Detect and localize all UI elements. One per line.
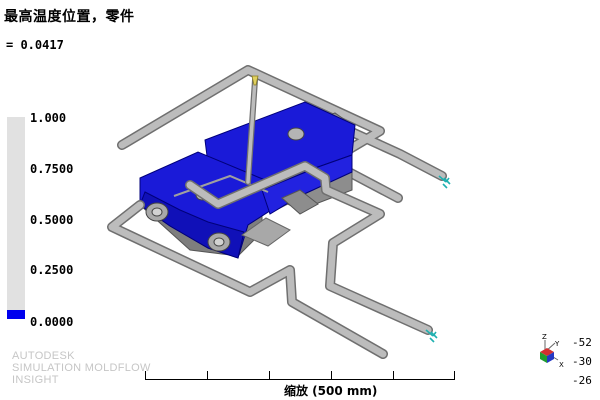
scale-tick: [393, 371, 394, 380]
part-cutout: [281, 189, 319, 215]
scale-tick: [454, 371, 455, 380]
legend-color-bar: [7, 117, 25, 319]
orientation-readout-1: -52: [572, 336, 592, 349]
part-gray-face: [240, 217, 291, 247]
orientation-readout-3: -26: [572, 374, 592, 387]
scale-line: [145, 379, 455, 380]
gate-marker: [251, 75, 259, 86]
scale-tick: [207, 371, 208, 380]
scale-tick: [269, 371, 270, 380]
legend-label-max: 1.000: [30, 111, 67, 125]
orientation-readout-2: -30: [572, 355, 592, 368]
scale-tick: [145, 371, 146, 380]
result-value: = 0.0417: [6, 38, 64, 52]
result-title: 最高温度位置，零件: [4, 9, 135, 25]
legend-label-075: 0.7500: [30, 162, 74, 176]
scale-label: 缩放 (500 mm): [284, 384, 378, 398]
legend-label-025: 0.2500: [30, 263, 74, 277]
legend-label-min: 0.0000: [30, 315, 74, 329]
gate-sprue: [245, 75, 259, 185]
coolant-inlet-markers: [425, 175, 451, 343]
watermark-logo: AUTODESK SIMULATION MOLDFLOW INSIGHT: [12, 350, 151, 386]
coolant-inlet-marker-bottom: [425, 329, 438, 343]
axis-label-y: Y: [554, 340, 560, 348]
legend-label-050: 0.5000: [30, 213, 74, 227]
orientation-triad[interactable]: Z Y X: [530, 330, 570, 370]
scale-bar: [145, 368, 455, 382]
legend-fill: [7, 310, 25, 319]
scale-tick: [331, 371, 332, 380]
axis-label-z: Z: [542, 333, 547, 341]
coolant-inlet-marker-top: [438, 175, 451, 189]
axis-label-x: X: [559, 361, 564, 369]
triad-cube-left: [540, 352, 547, 363]
cooling-channels-front: [107, 161, 433, 359]
boss-3: [287, 127, 305, 141]
triad-cube-right: [547, 352, 554, 363]
